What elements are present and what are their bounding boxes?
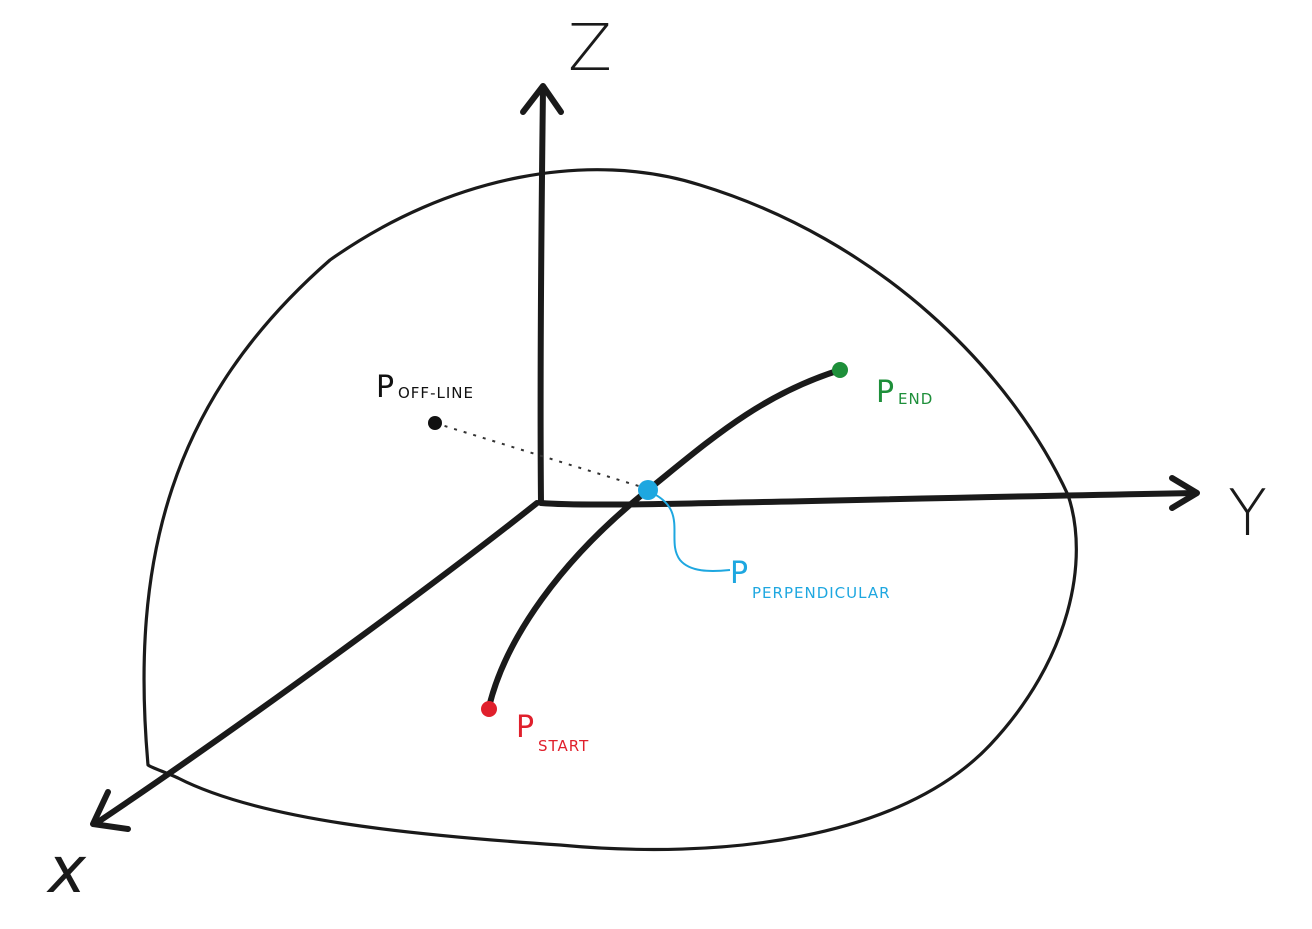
svg-text:END: END bbox=[898, 390, 933, 408]
svg-text:PERPENDICULAR: PERPENDICULAR bbox=[752, 584, 891, 602]
svg-text:P: P bbox=[376, 370, 394, 405]
x-axis-label: x bbox=[46, 834, 87, 908]
y-axis-label: Y bbox=[1228, 477, 1267, 551]
svg-text:P: P bbox=[516, 710, 534, 745]
label-start: P START bbox=[516, 710, 589, 755]
label-end: P END bbox=[876, 375, 933, 410]
y-axis bbox=[538, 490, 1199, 508]
z-axis-label: Z bbox=[568, 12, 612, 86]
svg-text:P: P bbox=[876, 375, 894, 410]
label-off-line: P OFF-LINE bbox=[376, 370, 474, 405]
svg-text:START: START bbox=[538, 737, 589, 755]
point-start bbox=[481, 701, 497, 717]
point-off-line bbox=[428, 416, 442, 430]
svg-text:P: P bbox=[730, 556, 748, 591]
z-axis-arrowhead bbox=[520, 83, 564, 115]
x-axis-arrowhead bbox=[90, 789, 131, 832]
z-axis bbox=[537, 85, 546, 506]
y-axis-arrowhead bbox=[1169, 475, 1200, 511]
point-end bbox=[832, 362, 848, 378]
x-axis bbox=[95, 500, 540, 825]
point-perpendicular bbox=[638, 480, 658, 500]
label-perpendicular: P PERPENDICULAR bbox=[730, 556, 891, 602]
perpendicular-leader-line bbox=[649, 491, 731, 572]
surface-outline bbox=[142, 168, 1078, 852]
svg-text:OFF-LINE: OFF-LINE bbox=[398, 384, 474, 402]
